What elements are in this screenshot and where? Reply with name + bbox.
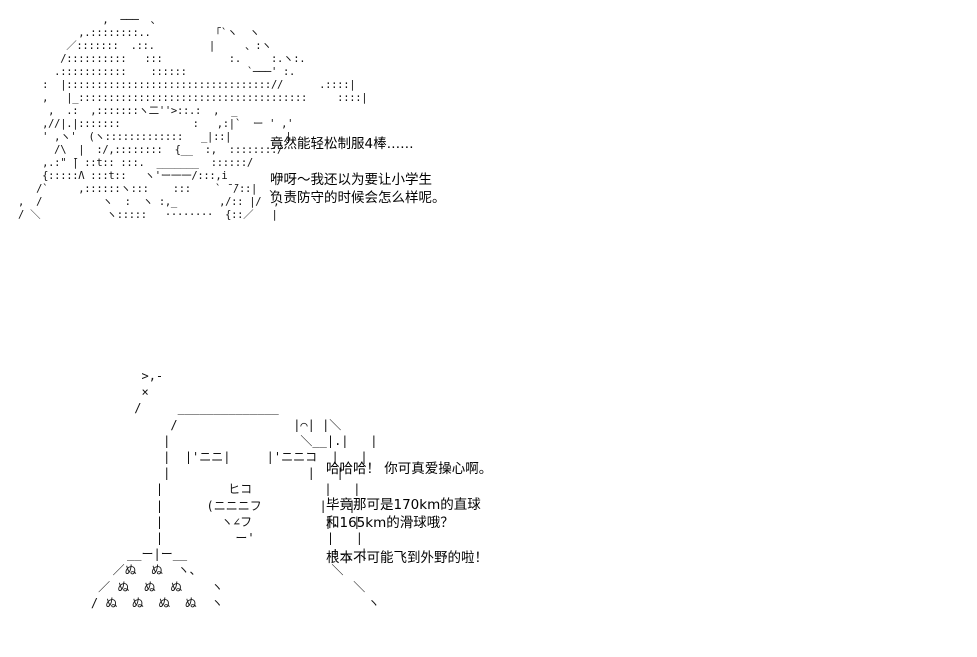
dialogue-line-bottom-4: 根本不可能飞到外野的啦！ — [326, 550, 488, 566]
dialogue-line-top-3: 负责防守的时候会怎么样呢。 — [270, 190, 446, 206]
dialogue-line-top-2: 咿呀～我还以为要让小学生 — [270, 172, 432, 188]
dialogue-line-bottom-1: 哈哈哈！ 你可真爱操心啊。 — [326, 461, 493, 477]
dialogue-line-bottom-2: 毕竟那可是170km的直球 — [326, 497, 481, 513]
character-ascii-art-top: , ─── 、 ,.::::::::.. 「`ヽ ヽ ／::::::: .::.… — [18, 14, 368, 221]
character-ascii-art-bottom: >,- × / ______________ / |⌒| |＼ | ＼__|.|… — [90, 369, 380, 610]
dialogue-line-top-1: 竟然能轻松制服4棒…… — [270, 136, 414, 152]
dialogue-line-bottom-3: 和165km的滑球哦？ — [326, 515, 454, 531]
